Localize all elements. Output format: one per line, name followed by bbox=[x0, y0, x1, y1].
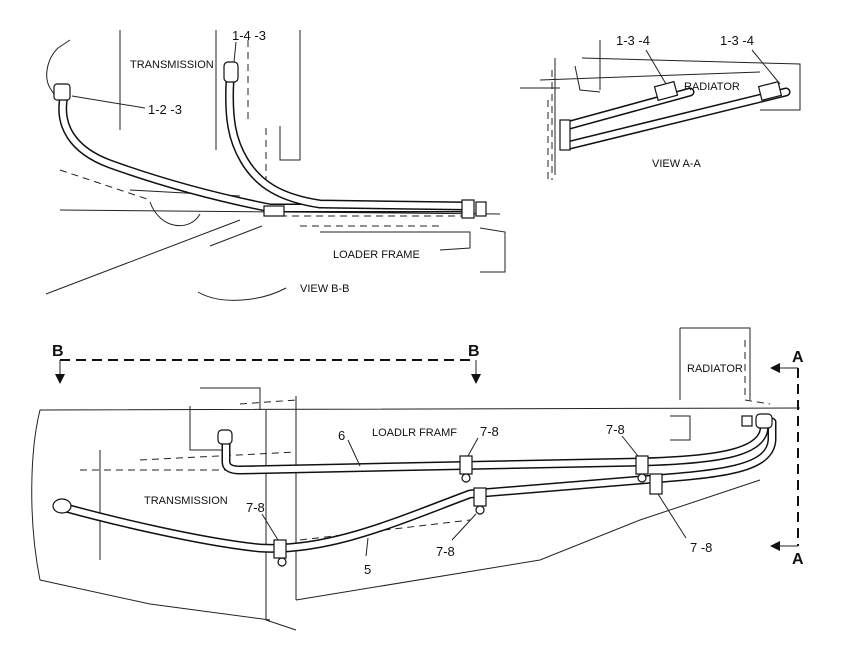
section-marker-b-left: B bbox=[52, 343, 64, 360]
section-marker-a-top: A bbox=[792, 349, 804, 366]
transmission-label: TRANSMISSION bbox=[144, 495, 228, 507]
callout-clamp-2: 7-8 bbox=[436, 544, 455, 559]
main-view: B B A A RADIATOR bbox=[31, 327, 804, 631]
upper-hose-elbow bbox=[217, 429, 233, 445]
view-aa-hidden-lines bbox=[547, 70, 553, 180]
view-bb: TRANSMISSION LOADER FRAME VIEW B-B 1-4 -… bbox=[45, 28, 506, 301]
clamp-1 bbox=[459, 455, 473, 475]
view-aa-radiator-label: RADIATOR bbox=[684, 81, 740, 93]
view-aa-fitting-left bbox=[653, 80, 679, 102]
view-aa-callout-right: 1-3 -4 bbox=[720, 33, 754, 48]
radiator-fitting bbox=[755, 413, 773, 429]
view-aa-clamp bbox=[559, 119, 571, 151]
radiator-fitting-2 bbox=[741, 415, 753, 427]
view-aa-fitting-right bbox=[757, 81, 783, 101]
callout-clamp-3: 7-8 bbox=[606, 422, 625, 437]
view-bb-leader-1 bbox=[71, 95, 146, 109]
view-aa-leader-1 bbox=[645, 49, 667, 85]
view-bb-hidden-lines bbox=[59, 30, 267, 201]
transmission-fitting bbox=[52, 498, 72, 514]
radiator-outline bbox=[670, 327, 751, 441]
leader-clamp-4 bbox=[657, 493, 687, 539]
view-bb-clamp bbox=[461, 199, 475, 219]
view-bb-clamp-2 bbox=[475, 201, 487, 217]
view-bb-transmission-label: TRANSMISSION bbox=[130, 59, 214, 71]
callout-clamp-4: 7 -8 bbox=[690, 540, 712, 555]
leader-5 bbox=[365, 537, 369, 557]
clamp-5 bbox=[273, 539, 287, 559]
callout-5: 5 bbox=[364, 562, 371, 577]
loader-frame-hidden bbox=[80, 399, 471, 541]
leader-clamp-5 bbox=[261, 513, 279, 541]
view-aa-caption: VIEW A-A bbox=[652, 158, 702, 170]
view-bb-caption: VIEW B-B bbox=[300, 283, 350, 295]
view-bb-transmission-outline bbox=[46, 30, 301, 161]
loader-frame-outline bbox=[31, 387, 801, 631]
view-aa-leader-2 bbox=[751, 49, 781, 85]
clamp-3 bbox=[635, 455, 649, 475]
leader-clamp-1 bbox=[467, 437, 479, 457]
section-marker-b-right: B bbox=[468, 343, 480, 360]
leader-6 bbox=[347, 439, 361, 467]
clamp-2 bbox=[473, 487, 487, 507]
view-bb-support bbox=[263, 205, 285, 217]
view-aa-radiator-outline bbox=[520, 40, 801, 175]
loader-frame-label: LOADLR FRAMF bbox=[372, 427, 457, 439]
leader-clamp-2 bbox=[451, 513, 477, 541]
view-bb-callout-top: 1-4 -3 bbox=[232, 28, 266, 43]
radiator-label: RADIATOR bbox=[687, 363, 743, 375]
view-bb-callout-left: 1-2 -3 bbox=[148, 102, 182, 117]
clamp-4 bbox=[649, 473, 663, 495]
view-bb-leader-2 bbox=[233, 41, 237, 63]
view-bb-fitting-top bbox=[223, 61, 239, 83]
hose-5 bbox=[61, 417, 777, 553]
section-marker-a-bottom: A bbox=[792, 551, 804, 568]
callout-clamp-1: 7-8 bbox=[480, 424, 499, 439]
leader-clamp-3 bbox=[621, 435, 639, 457]
view-aa-callout-left: 1-3 -4 bbox=[616, 33, 650, 48]
view-bb-loader-frame-label: LOADER FRAME bbox=[333, 249, 420, 261]
callout-clamp-5: 7-8 bbox=[246, 500, 265, 515]
view-bb-fitting-left bbox=[53, 83, 71, 101]
view-bb-loader-frame-hidden bbox=[280, 215, 470, 227]
view-aa: RADIATOR VIEW A-A 1-3 -4 1-3 -4 bbox=[520, 33, 801, 180]
callout-6: 6 bbox=[338, 428, 345, 443]
